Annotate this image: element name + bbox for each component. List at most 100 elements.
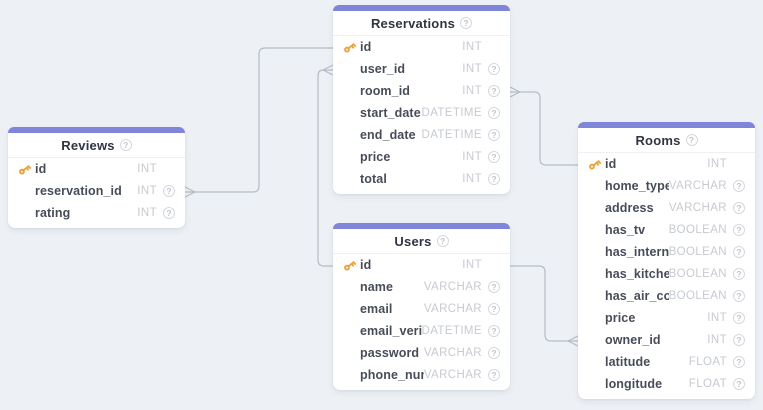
crowfoot-rooms-owner-id	[567, 335, 579, 347]
table-header: Reviews ?	[8, 133, 185, 158]
column-name: reservation_id	[35, 184, 122, 198]
column-help-icon[interactable]: ?	[488, 151, 500, 163]
column-name: price	[605, 311, 636, 325]
column-help-icon[interactable]: ?	[488, 369, 500, 381]
column-type: BOOLEAN	[668, 268, 727, 280]
table-row: has_internet BOOLEAN ?	[578, 241, 755, 263]
relationship-users-rooms[interactable]	[510, 265, 568, 342]
column-help-icon[interactable]: ?	[488, 347, 500, 359]
column-type: INT	[462, 173, 482, 185]
column-help-slot: ?	[488, 303, 500, 315]
table-row: id INT	[333, 36, 510, 58]
column-name: home_type	[605, 179, 669, 193]
table-row: home_type VARCHAR ?	[578, 175, 755, 197]
primary-key-icon	[344, 260, 356, 271]
column-name: address	[605, 201, 654, 215]
table-row: id INT	[8, 158, 185, 180]
column-type: DATETIME	[421, 129, 482, 141]
table-card-reservations[interactable]: Reservations ? id INT user_id INT ?	[333, 5, 510, 194]
column-help-slot: ?	[733, 246, 745, 258]
table-row: reservation_id INT ?	[8, 180, 185, 202]
table-row: address VARCHAR ?	[578, 197, 755, 219]
column-help-icon[interactable]: ?	[733, 202, 745, 214]
table-accent-bar	[333, 223, 510, 229]
column-help-slot: ?	[733, 334, 745, 346]
primary-key-icon	[344, 42, 356, 53]
column-type: DATETIME	[421, 325, 482, 337]
column-help-icon[interactable]: ?	[163, 185, 175, 197]
column-help-icon[interactable]: ?	[488, 85, 500, 97]
column-type: BOOLEAN	[668, 246, 727, 258]
column-type: INT	[707, 334, 727, 346]
column-type: INT	[462, 259, 482, 271]
table-row: end_date DATETIME ?	[333, 124, 510, 146]
column-help-icon[interactable]: ?	[733, 356, 745, 368]
column-help-icon[interactable]: ?	[733, 334, 745, 346]
table-title: Users	[394, 233, 432, 249]
column-help-icon[interactable]: ?	[733, 246, 745, 258]
column-help-slot: ?	[488, 85, 500, 97]
column-type: VARCHAR	[423, 347, 482, 359]
table-card-users[interactable]: Users ? id INT name VARCHAR ?	[333, 223, 510, 390]
column-help-slot: ?	[733, 180, 745, 192]
column-help-icon[interactable]: ?	[733, 268, 745, 280]
column-type: FLOAT	[688, 378, 727, 390]
column-name: has_air_con	[605, 289, 669, 303]
table-help-icon[interactable]: ?	[460, 17, 473, 29]
column-name: rating	[35, 206, 71, 220]
column-help-icon[interactable]: ?	[488, 107, 500, 119]
column-help-icon[interactable]: ?	[733, 224, 745, 236]
table-row: has_tv BOOLEAN ?	[578, 219, 755, 241]
table-card-reviews[interactable]: Reviews ? id INT reservation_id INT ?	[8, 127, 185, 228]
column-help-slot: ?	[733, 290, 745, 302]
relationship-users-reservations[interactable]	[317, 69, 333, 267]
column-type: INT	[137, 185, 157, 197]
column-help-slot: ?	[488, 63, 500, 75]
table-help-icon[interactable]: ?	[685, 134, 698, 146]
primary-key-icon	[19, 164, 31, 175]
column-help-icon[interactable]: ?	[733, 180, 745, 192]
table-accent-bar	[578, 122, 755, 128]
column-help-icon[interactable]: ?	[488, 63, 500, 75]
column-help-slot: ?	[488, 347, 500, 359]
column-help-icon[interactable]: ?	[488, 325, 500, 337]
column-help-icon[interactable]: ?	[488, 281, 500, 293]
primary-key-icon	[589, 159, 601, 170]
column-name: name	[360, 280, 394, 294]
table-row: email_verified_ DATETIME ?	[333, 320, 510, 342]
column-help-icon[interactable]: ?	[488, 303, 500, 315]
column-help-slot: ?	[488, 107, 500, 119]
column-name: id	[360, 40, 372, 54]
column-help-slot: ?	[733, 356, 745, 368]
table-card-rooms[interactable]: Rooms ? id INT home_type VARCHAR ?	[578, 122, 755, 399]
relationship-reservations-rooms[interactable]	[520, 91, 578, 166]
key-icon-slot	[588, 158, 605, 171]
relationship-reviews-reservations[interactable]	[195, 47, 333, 193]
column-type: FLOAT	[688, 356, 727, 368]
column-help-icon[interactable]: ?	[733, 378, 745, 390]
column-help-slot: ?	[733, 202, 745, 214]
column-help-icon[interactable]: ?	[733, 290, 745, 302]
column-help-icon[interactable]: ?	[733, 312, 745, 324]
crowfoot-reviews-reservation-id	[184, 186, 196, 198]
column-type: VARCHAR	[423, 303, 482, 315]
column-help-slot: ?	[733, 268, 745, 280]
table-row: price INT ?	[333, 146, 510, 168]
crowfoot-reservations-user-id	[322, 64, 334, 76]
column-help-icon[interactable]: ?	[163, 207, 175, 219]
column-type: INT	[707, 158, 727, 170]
table-accent-bar	[333, 5, 510, 11]
column-name: user_id	[360, 62, 406, 76]
column-help-icon[interactable]: ?	[488, 173, 500, 185]
key-icon-slot	[18, 163, 35, 176]
table-row: password VARCHAR ?	[333, 342, 510, 364]
table-row: room_id INT ?	[333, 80, 510, 102]
column-type: INT	[137, 207, 157, 219]
table-help-icon[interactable]: ?	[119, 139, 132, 151]
column-name: email	[360, 302, 393, 316]
column-type: INT	[462, 151, 482, 163]
table-help-icon[interactable]: ?	[436, 235, 449, 247]
table-row: has_kitchen BOOLEAN ?	[578, 263, 755, 285]
column-help-icon[interactable]: ?	[488, 129, 500, 141]
